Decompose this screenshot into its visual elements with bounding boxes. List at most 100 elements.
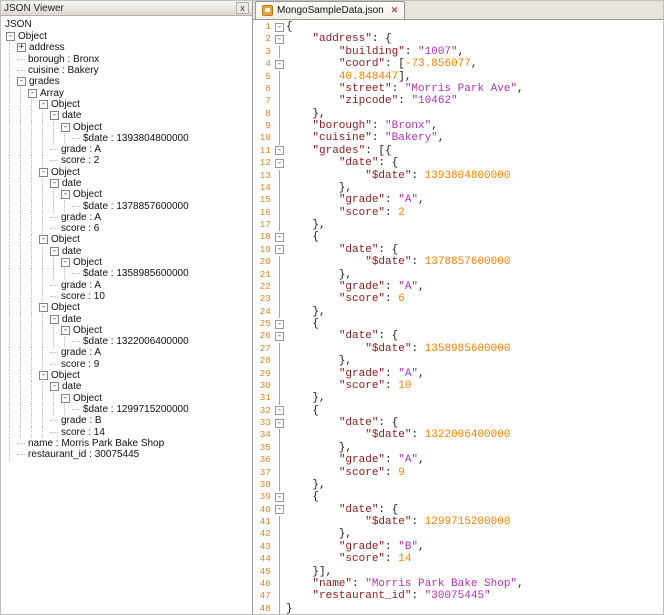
collapse-toggle-icon[interactable]: -	[50, 313, 59, 324]
tree-node[interactable]: -Object	[5, 302, 252, 314]
tree-guide-line	[31, 245, 38, 257]
collapse-toggle-icon[interactable]: -	[50, 381, 59, 392]
tree-node[interactable]: -Object	[5, 121, 252, 133]
collapse-toggle-icon[interactable]: -	[61, 324, 70, 335]
tree-guide-line	[9, 268, 16, 280]
tree-node[interactable]: grade : B	[5, 415, 252, 427]
code-line: 10 "cuisine": "Bakery",	[253, 132, 663, 146]
fold-toggle-icon[interactable]: -	[275, 504, 284, 515]
fold-toggle-icon[interactable]: -	[275, 244, 284, 255]
tree-node[interactable]: restaurant_id : 30075445	[5, 448, 252, 461]
tree-node[interactable]: score : 9	[5, 358, 252, 370]
tree-node[interactable]: -Object	[5, 98, 252, 111]
tree-guide-line	[20, 143, 27, 156]
tree-node[interactable]: -grades	[5, 76, 252, 88]
tree-node[interactable]: grade : A	[5, 279, 252, 291]
tab-mongosampledata[interactable]: MongoSampleData.json ✕	[255, 1, 406, 19]
fold-toggle-icon[interactable]: -	[275, 330, 284, 341]
fold-toggle-icon[interactable]: -	[275, 157, 284, 168]
tree-guide-line	[20, 200, 27, 212]
tree-node[interactable]: -date	[5, 313, 252, 325]
tree-node[interactable]: -Object	[5, 234, 252, 246]
tree-node[interactable]: score : 2	[5, 155, 252, 167]
code-line: 1-{	[253, 21, 663, 33]
collapse-toggle-icon[interactable]: -	[50, 178, 59, 188]
tab-close-icon[interactable]: ✕	[390, 5, 399, 15]
fold-toggle-icon[interactable]: -	[275, 231, 284, 242]
tree-node[interactable]: $date : 1378857600000	[5, 200, 252, 212]
tree-node[interactable]: name : Morris Park Bake Shop	[5, 437, 252, 449]
tree-node-label: date	[62, 381, 82, 393]
tree-node[interactable]: -Object	[5, 369, 252, 382]
tree-guide-line	[31, 290, 38, 303]
fold-guide	[274, 82, 286, 96]
tree-node[interactable]: +address	[5, 42, 252, 54]
expand-toggle-icon[interactable]: +	[17, 42, 26, 53]
fold-toggle-icon[interactable]: -	[275, 21, 284, 32]
collapse-toggle-icon[interactable]: -	[39, 98, 48, 109]
fold-toggle-icon[interactable]: -	[275, 318, 284, 329]
tree-node[interactable]: -Object	[5, 392, 252, 404]
collapse-toggle-icon[interactable]: -	[28, 87, 37, 98]
tree-node[interactable]: score : 6	[5, 223, 252, 235]
line-number: 11	[259, 144, 271, 156]
tree-node[interactable]: -date	[5, 381, 252, 393]
tree-node[interactable]: -Object	[5, 31, 252, 42]
tree-node[interactable]: score : 14	[5, 426, 252, 438]
panel-close-icon[interactable]: x	[236, 2, 249, 14]
collapse-toggle-icon[interactable]: -	[61, 257, 70, 268]
tree-node[interactable]: -date	[5, 245, 252, 257]
tree-node[interactable]: -Object	[5, 324, 252, 337]
tree-node[interactable]: -date	[5, 177, 252, 190]
code-text: "date": {	[338, 417, 399, 429]
code-editor[interactable]: 1-{2- "address": {3 "building": "1007",4…	[253, 20, 663, 614]
tree-node[interactable]: -Object	[5, 256, 252, 269]
tree-node[interactable]: grade : A	[5, 347, 252, 359]
collapse-toggle-icon[interactable]: -	[50, 245, 59, 256]
tree-node[interactable]: score : 10	[5, 290, 252, 303]
tree-guide-line	[53, 403, 60, 416]
tree-node[interactable]: -date	[5, 110, 252, 122]
code-text: {	[286, 404, 320, 417]
fold-guide	[274, 280, 286, 294]
fold-toggle-icon[interactable]: -	[275, 33, 284, 44]
collapse-toggle-icon[interactable]: -	[61, 189, 70, 200]
fold-guide	[274, 95, 286, 109]
tree-guide-line	[42, 324, 49, 337]
tree-node[interactable]: $date : 1322006400000	[5, 336, 252, 348]
collapse-toggle-icon[interactable]: -	[50, 110, 59, 121]
collapse-toggle-icon[interactable]: -	[6, 31, 15, 42]
tree-node[interactable]: -Object	[5, 189, 252, 201]
tree-guide-line	[20, 381, 27, 393]
tree-node-label: name : Morris Park Bake Shop	[28, 437, 165, 449]
collapse-toggle-icon[interactable]: -	[39, 370, 48, 381]
fold-toggle-icon[interactable]: -	[275, 145, 284, 156]
fold-toggle-icon[interactable]: -	[275, 491, 284, 502]
tree-node[interactable]: grade : A	[5, 143, 252, 156]
tree-node[interactable]: borough : Bronx	[5, 53, 252, 65]
fold-toggle-icon[interactable]: -	[275, 405, 284, 416]
code-line: 33- "date": {	[253, 417, 663, 429]
collapse-toggle-icon[interactable]: -	[39, 302, 48, 313]
tree-node[interactable]: cuisine : Bakery	[5, 64, 252, 77]
tree-guide-line	[9, 336, 16, 348]
collapse-toggle-icon[interactable]: -	[61, 121, 70, 132]
line-number: 37	[259, 466, 271, 478]
tree-guide-line	[31, 381, 38, 393]
tree-connector	[50, 431, 58, 433]
tree-node[interactable]: -Array	[5, 87, 252, 99]
collapse-toggle-icon[interactable]: -	[17, 76, 26, 87]
tree-node[interactable]: grade : A	[5, 211, 252, 224]
tree-node-label: Object	[73, 257, 102, 269]
tree-node[interactable]: $date : 1299715200000	[5, 403, 252, 416]
tree-node[interactable]: $date : 1358985600000	[5, 268, 252, 280]
fold-toggle-icon[interactable]: -	[275, 417, 284, 428]
fold-toggle-icon[interactable]: -	[275, 58, 284, 69]
tree-node[interactable]: -Object	[5, 166, 252, 178]
collapse-toggle-icon[interactable]: -	[39, 234, 48, 245]
tree-node[interactable]: $date : 1393804800000	[5, 132, 252, 144]
collapse-toggle-icon[interactable]: -	[61, 392, 70, 403]
collapse-toggle-icon[interactable]: -	[39, 166, 48, 177]
tree-guide-line	[9, 426, 16, 438]
